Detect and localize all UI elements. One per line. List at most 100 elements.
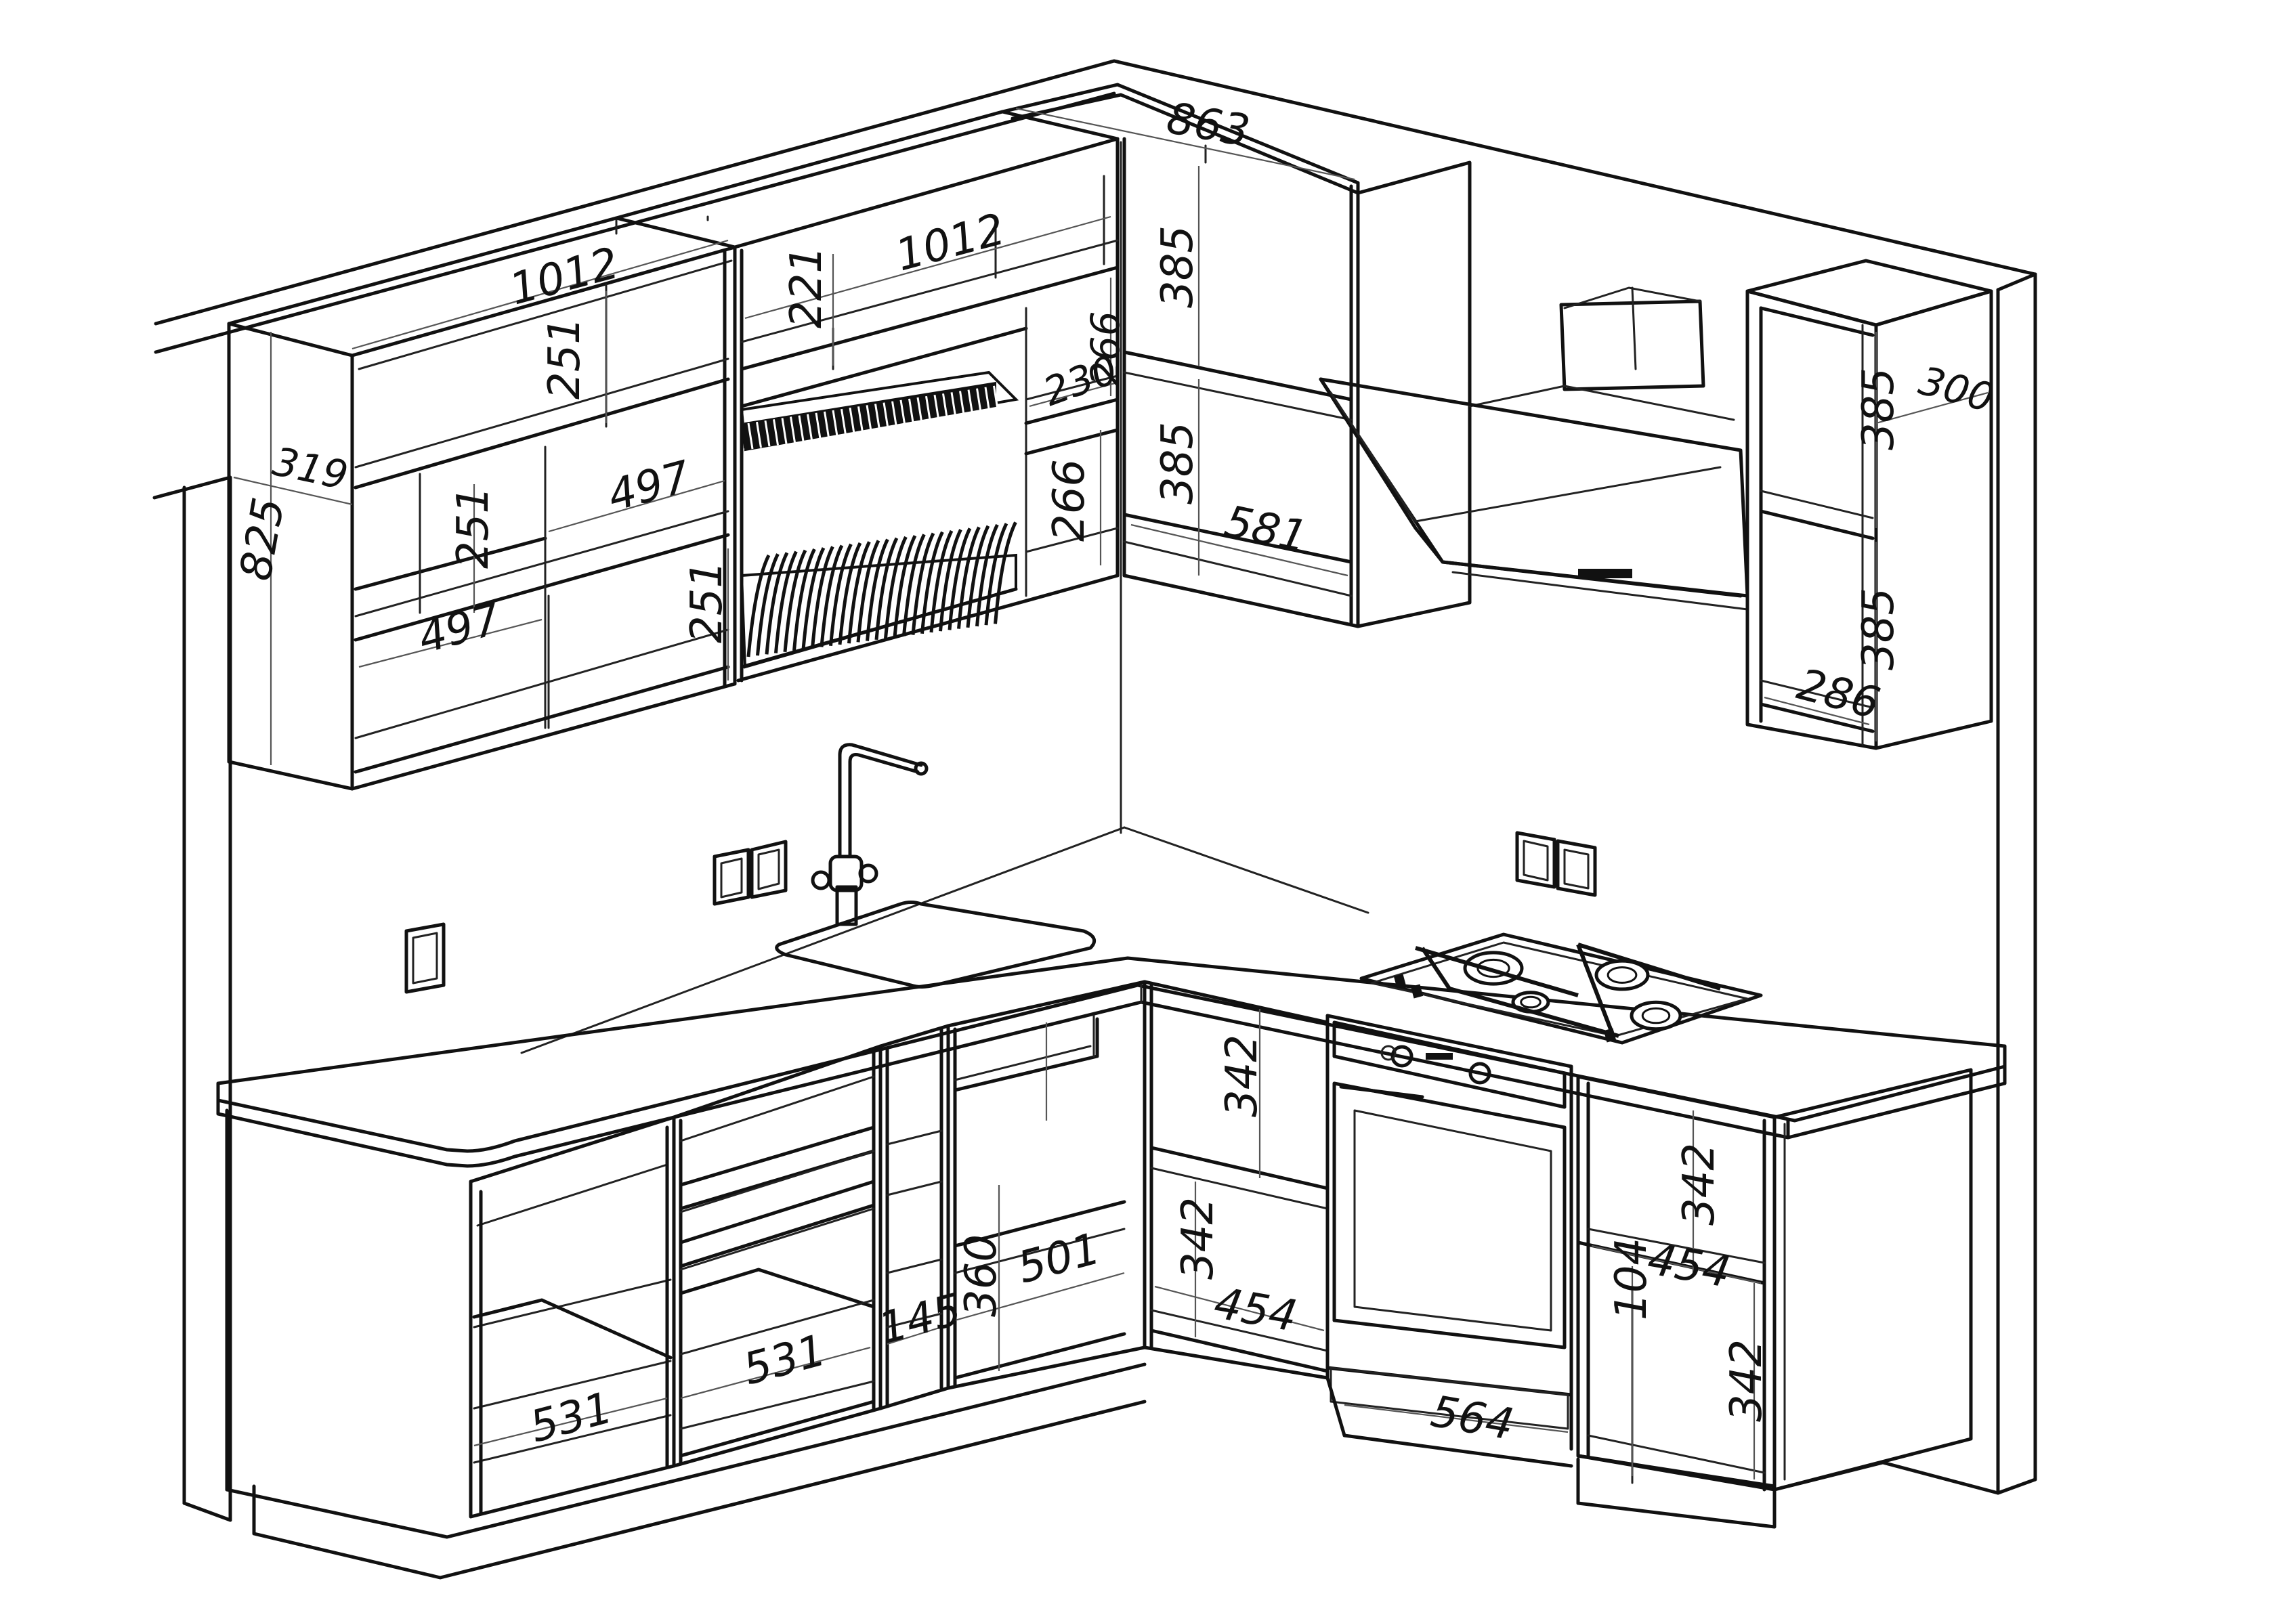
rack-tines-lower bbox=[746, 521, 1017, 657]
rack-tine bbox=[847, 541, 871, 644]
dim-right-base-height-a: 342 bbox=[1674, 1143, 1724, 1226]
rack-tine bbox=[824, 411, 830, 438]
rack-tine bbox=[874, 404, 880, 430]
rack-tine bbox=[764, 420, 771, 447]
rack-tine bbox=[790, 416, 796, 443]
rack-tine bbox=[746, 554, 771, 657]
rack-tine bbox=[756, 553, 780, 656]
rack-tine bbox=[957, 526, 981, 629]
rack-tine bbox=[765, 552, 789, 655]
rack-tine bbox=[849, 407, 855, 434]
burner-cap bbox=[1641, 1007, 1671, 1024]
rack-tine bbox=[811, 546, 834, 649]
dim-upper-left-height: 825 bbox=[231, 494, 295, 584]
wall-socket-double-left bbox=[713, 840, 788, 906]
rack-tine bbox=[899, 399, 906, 427]
dim-corner-top-width: 863 bbox=[1163, 93, 1253, 157]
dimension-lines bbox=[233, 107, 1989, 1479]
rack-tine bbox=[815, 412, 822, 439]
dim-base-drawer-b: 531 bbox=[738, 1325, 831, 1395]
grate-bar bbox=[1415, 946, 1579, 997]
rack-tine bbox=[807, 414, 813, 440]
rack-tine bbox=[857, 406, 864, 433]
dim-upper-left-inner-b: 497 bbox=[413, 594, 506, 664]
rack-tine bbox=[792, 548, 816, 651]
base-right-run bbox=[1143, 980, 2000, 1529]
dim-narrow-shelf-height-b: 266 bbox=[1044, 459, 1094, 542]
rack-tine bbox=[975, 523, 999, 627]
dim-corner-base-height-b: 342 bbox=[1173, 1197, 1223, 1280]
rack-tine bbox=[820, 544, 844, 647]
rack-tine bbox=[838, 542, 862, 645]
dim-upper-left-shelf-gap: 251 bbox=[540, 317, 590, 399]
dim-right-base-height-b: 342 bbox=[1722, 1339, 1772, 1422]
dim-base-corner-width: 501 bbox=[1013, 1224, 1105, 1293]
dim-upper-left-inner-a: 497 bbox=[603, 452, 696, 521]
rack-tine bbox=[756, 421, 762, 448]
dim-oven-width: 564 bbox=[1427, 1387, 1517, 1450]
rack-tine bbox=[801, 547, 826, 650]
rack-tine bbox=[798, 415, 805, 441]
rack-tine bbox=[994, 521, 1017, 624]
rack-tine bbox=[950, 392, 957, 418]
rack-tine bbox=[929, 529, 954, 633]
rack-tine bbox=[866, 538, 889, 641]
dim-right-upper-height-a: 385 bbox=[1854, 368, 1904, 450]
rack-tine bbox=[781, 418, 788, 444]
rack-tine bbox=[747, 423, 754, 450]
dim-right-base-plinth: 104 bbox=[1607, 1238, 1657, 1320]
dim-right-base-width: 454 bbox=[1644, 1234, 1734, 1298]
rack-tine bbox=[984, 387, 991, 414]
rack-tine bbox=[908, 398, 914, 425]
grate-bar bbox=[1576, 943, 1614, 1034]
dimension-labels: 1012 251 319 825 251 497 497 1012 221 25… bbox=[231, 93, 1999, 1453]
dim-narrow-shelf-height-a: 266 bbox=[1082, 311, 1128, 386]
rack-tine bbox=[883, 402, 889, 429]
rack-tine bbox=[966, 525, 990, 628]
rack-tine bbox=[884, 536, 908, 639]
upper-dish-rack-unit bbox=[614, 110, 1120, 683]
dim-right-upper-depth: 300 bbox=[1914, 358, 1999, 421]
hood-logo bbox=[1578, 569, 1632, 578]
range-hood bbox=[1319, 286, 1749, 611]
rack-tine bbox=[783, 549, 807, 653]
gas-cooktop bbox=[1359, 932, 1763, 1045]
dim-corner-lower-height: 385 bbox=[1153, 422, 1203, 504]
rack-tine bbox=[891, 401, 897, 427]
rack-tine bbox=[925, 395, 931, 423]
rack-tine bbox=[832, 410, 838, 437]
rack-tine bbox=[933, 394, 940, 421]
rack-tine bbox=[939, 529, 962, 632]
rack-tine bbox=[893, 535, 917, 638]
dim-upper-left-mid-shelf: 251 bbox=[448, 486, 498, 569]
dim-corner-depth: 581 bbox=[1220, 496, 1312, 563]
dim-base-corner-height: 360 bbox=[956, 1234, 1006, 1317]
room-walls bbox=[152, 59, 2037, 1522]
rack-tine bbox=[942, 393, 948, 420]
rack-tine bbox=[841, 408, 847, 435]
dim-corner-base-height-a: 342 bbox=[1217, 1035, 1267, 1117]
sink bbox=[775, 901, 1097, 989]
rack-tine bbox=[773, 419, 779, 446]
rack-tine bbox=[916, 397, 923, 424]
upper-corner-unit bbox=[1000, 83, 1472, 628]
dim-corner-upper-height: 385 bbox=[1153, 225, 1203, 308]
rack-tine bbox=[948, 527, 972, 630]
dim-dish-top-gap: 221 bbox=[782, 246, 832, 328]
countertop bbox=[216, 956, 2007, 1168]
burner-cap bbox=[1607, 966, 1638, 984]
wall-socket-double-right bbox=[1515, 831, 1597, 897]
wall-socket-single bbox=[404, 922, 446, 994]
rack-tine bbox=[976, 388, 982, 414]
rack-tine bbox=[829, 543, 853, 647]
grate-bar bbox=[1420, 947, 1451, 990]
rack-tine bbox=[856, 540, 880, 643]
grate-bar bbox=[1577, 943, 1721, 991]
dim-upper-left-depth: 319 bbox=[269, 438, 352, 499]
rack-tine bbox=[984, 523, 1008, 626]
rack-tine bbox=[774, 550, 798, 653]
rack-tine bbox=[874, 537, 899, 641]
rack-tine bbox=[993, 385, 999, 412]
burner-cap bbox=[1520, 995, 1542, 1009]
